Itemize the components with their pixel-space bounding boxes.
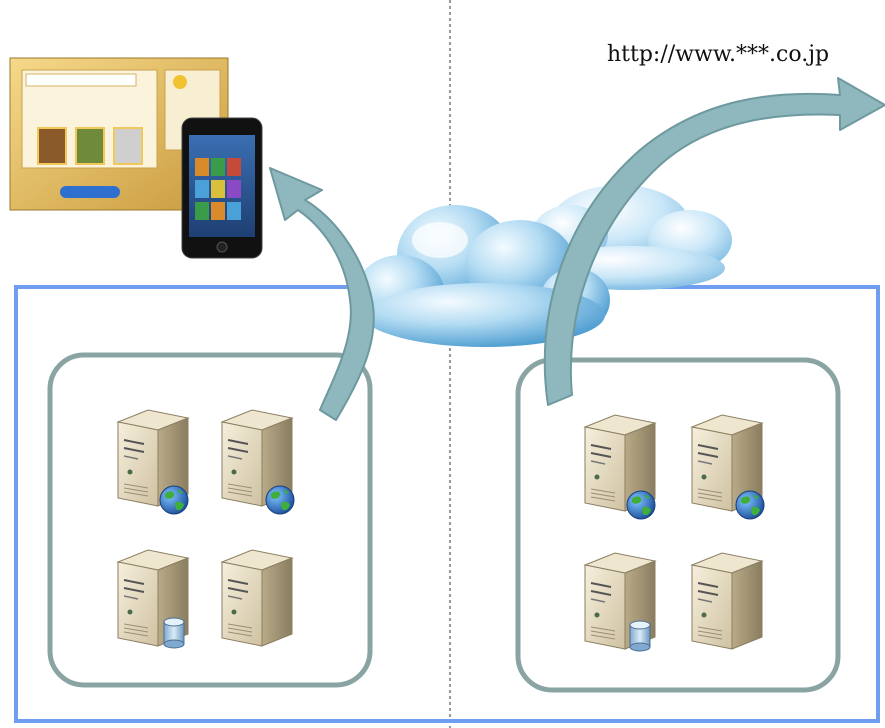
server-web-1 [584, 414, 656, 520]
server-plain [691, 552, 763, 650]
server-web-2 [221, 409, 295, 515]
server-db [584, 552, 656, 652]
server-db [117, 549, 189, 649]
cloud-icon [355, 185, 732, 347]
smartphone-icon [181, 117, 263, 259]
url-label: http://www.***.co.jp [607, 42, 830, 67]
curved-arrow-icon [269, 167, 375, 421]
server-web-1 [117, 409, 189, 515]
server-group-right [515, 357, 841, 693]
server-plain [221, 549, 293, 647]
curved-arrow-icon [543, 77, 885, 406]
server-web-2 [691, 414, 765, 520]
